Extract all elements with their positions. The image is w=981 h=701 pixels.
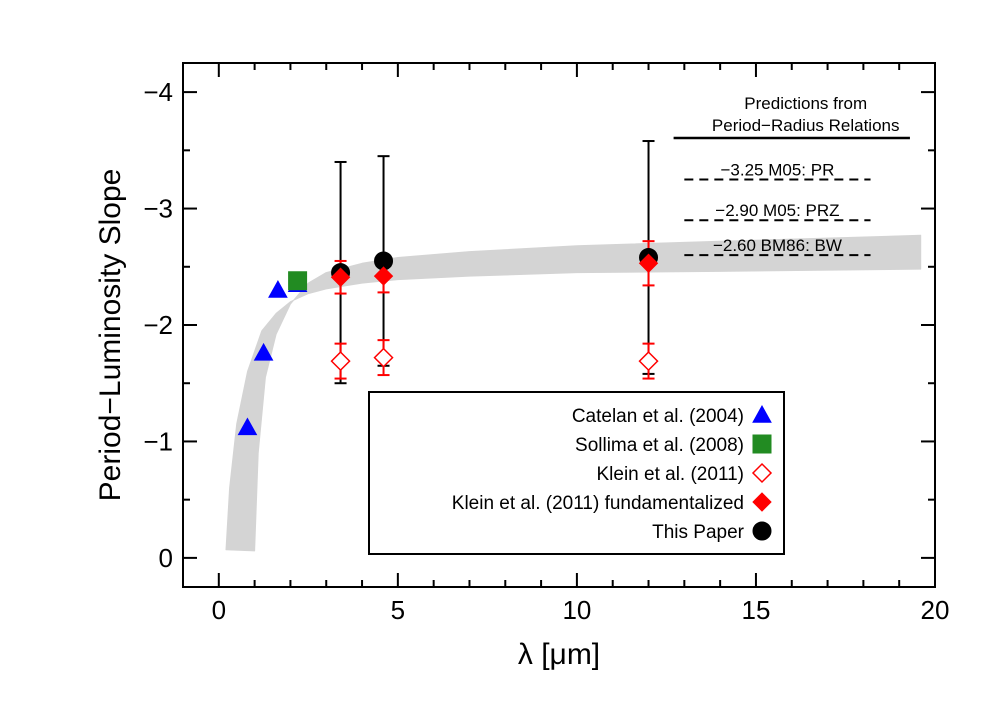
y-axis-label: Period−Luminosity Slope — [94, 169, 127, 502]
legend-marker — [752, 492, 772, 512]
prediction-label: −2.90 M05: PRZ — [715, 201, 839, 220]
model-band — [225, 234, 922, 552]
x-tick-label: 5 — [391, 595, 405, 625]
tick-marks: 0 5 10 15 20 0 −1 −2 −3 −4 — [143, 63, 949, 625]
y-tick-label: −4 — [143, 77, 173, 107]
data-point — [268, 280, 288, 298]
legend-marker — [752, 434, 772, 454]
data-point — [253, 342, 274, 361]
y-tick-label: −3 — [143, 194, 173, 224]
data-point — [373, 266, 394, 286]
x-axis-label: λ [μm] — [518, 638, 600, 671]
y-tick-label: 0 — [159, 543, 173, 573]
prediction-label: −2.60 BM86: BW — [713, 236, 842, 255]
data-point — [288, 271, 308, 291]
legend-label: Sollima et al. (2008) — [575, 435, 744, 456]
x-tick-label: 0 — [212, 595, 226, 625]
predictions-subtitle: Period−Radius Relations — [712, 116, 900, 135]
data-markers — [237, 140, 659, 436]
data-point — [330, 267, 351, 287]
legend-label: Catelan et al. (2004) — [572, 406, 744, 427]
legend-marker — [752, 521, 772, 541]
data-point — [373, 347, 394, 368]
data-point — [237, 417, 258, 436]
prediction-label: −3.25 M05: PR — [721, 160, 835, 179]
predictions-block: Predictions from Period−Radius Relations… — [673, 94, 910, 257]
data-point — [638, 253, 659, 273]
legend-marker — [752, 404, 772, 423]
x-tick-label: 10 — [562, 595, 591, 625]
legend-label: Klein et al. (2011) fundamentalized — [452, 493, 744, 514]
legend-label: This Paper — [652, 522, 745, 543]
legend-label: Klein et al. (2011) — [596, 464, 744, 485]
y-tick-label: −2 — [143, 310, 173, 340]
legend-box — [368, 391, 785, 555]
data-point — [330, 351, 351, 372]
model-band-shape — [225, 234, 922, 552]
x-tick-label: 15 — [741, 595, 770, 625]
predictions-title: Predictions from — [744, 94, 867, 113]
legend-marker — [751, 462, 773, 484]
data-point — [638, 351, 659, 372]
legend: Catelan et al. (2004) Sollima et al. (200… — [368, 391, 785, 555]
y-tick-label: −1 — [143, 426, 173, 456]
x-tick-label: 20 — [921, 595, 950, 625]
